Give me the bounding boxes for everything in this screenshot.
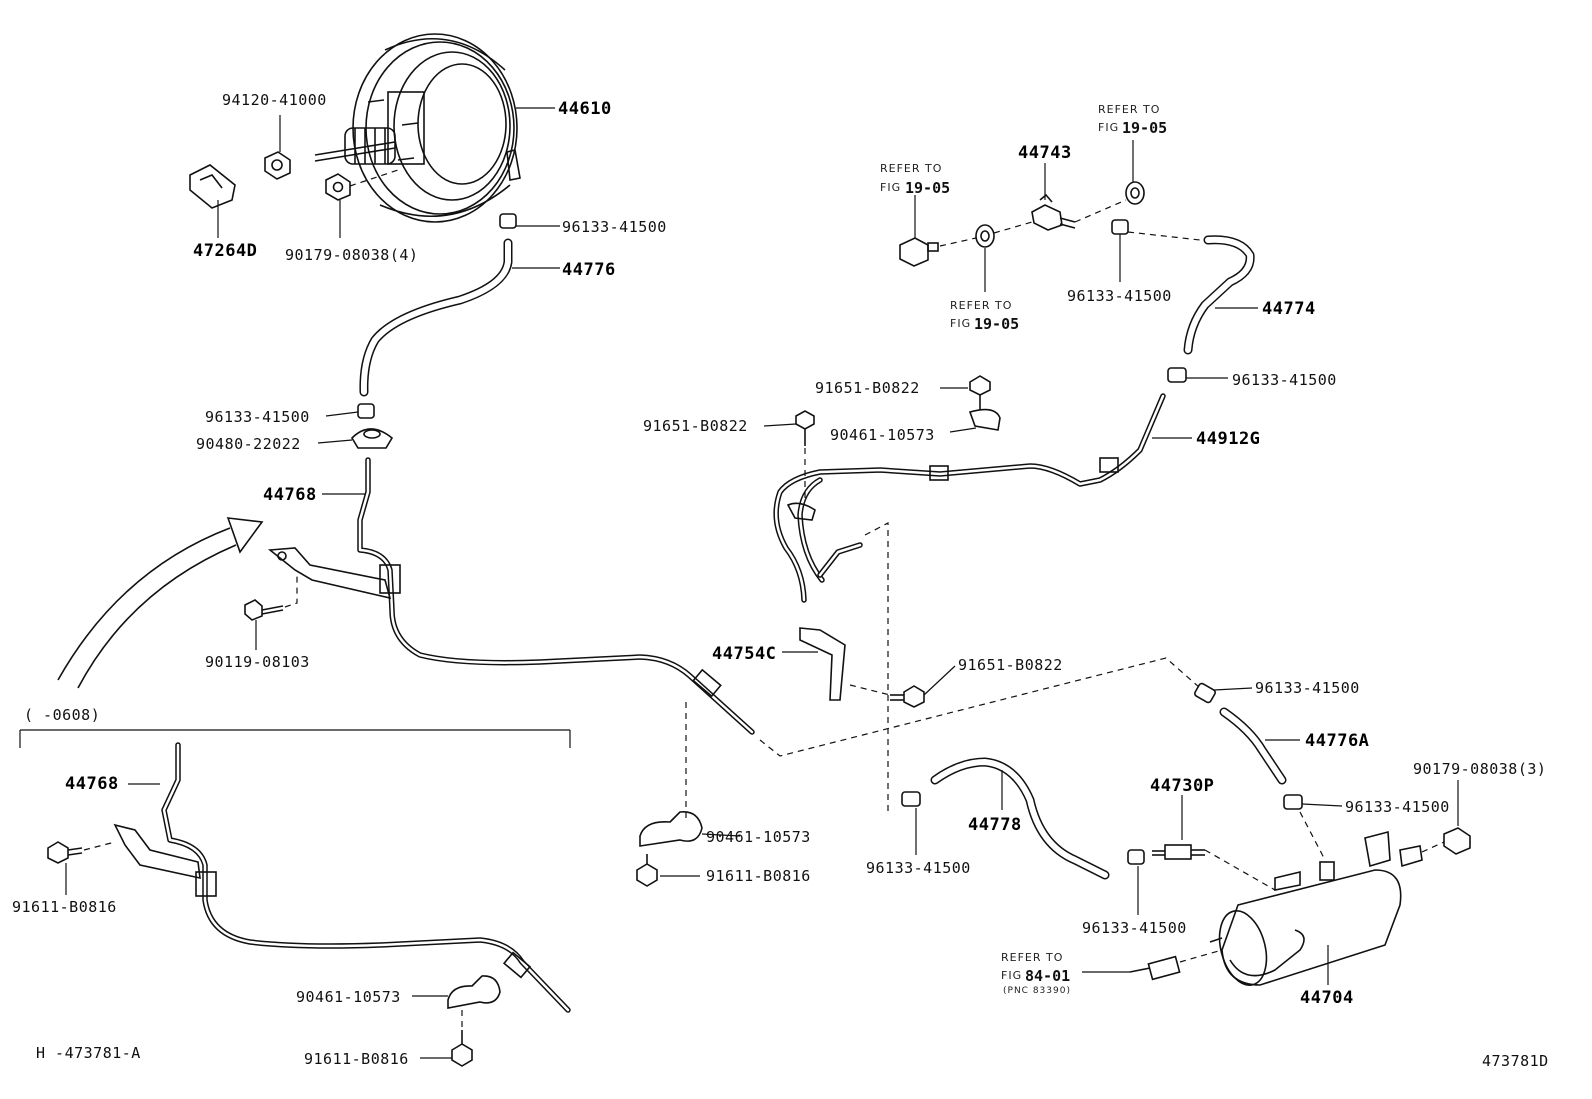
label-90179-08038-4: 90179-08038(4)	[285, 246, 418, 264]
clevis-47264D	[189, 164, 236, 209]
label-90461-10573-a: 90461-10573	[830, 426, 935, 444]
label-44776: 44776	[562, 260, 616, 280]
bolt-91651-B0822-low	[890, 685, 925, 708]
brake-booster-44610	[314, 33, 521, 223]
label-90480-22022: 90480-22022	[196, 435, 301, 453]
label-94120-41000: 94120-41000	[222, 91, 327, 109]
ref-refer-to-1: REFER TO	[880, 162, 942, 175]
label-91611-B0816-c: 91611-B0816	[304, 1050, 409, 1068]
label-96133-41500-h: 96133-41500	[1082, 919, 1187, 937]
ref-fig-3: FIG	[950, 317, 971, 330]
bolt-91651-B0822-mid	[795, 410, 815, 446]
inset-range: ( -0608)	[24, 706, 100, 724]
nut-94120-41000	[264, 151, 291, 180]
label-44912G: 44912G	[1196, 429, 1260, 449]
canister-44704	[1209, 830, 1423, 986]
label-96133-41500-d: 96133-41500	[1232, 371, 1337, 389]
label-90179-08038-3: 90179-08038(3)	[1413, 760, 1546, 778]
label-90461-10573-c: 90461-10573	[296, 988, 401, 1006]
label-91611-B0816-a: 91611-B0816	[706, 867, 811, 885]
bolt-left	[899, 237, 939, 267]
ref-refer-to-2: REFER TO	[1098, 103, 1160, 116]
footer-right-code: 473781D	[1482, 1052, 1549, 1070]
label-96133-41500-g: 96133-41500	[866, 859, 971, 877]
label-44730P: 44730P	[1150, 776, 1214, 796]
ref-refer-to-4: REFER TO	[1001, 951, 1063, 964]
label-91651-B0822-c: 91651-B0822	[958, 656, 1063, 674]
label-96133-41500-b: 96133-41500	[205, 408, 310, 426]
ref-refer-to-3: REFER TO	[950, 299, 1012, 312]
bolt-91611-B0816-mid	[636, 854, 658, 887]
ref-fig-19-05-3: 19-05	[974, 315, 1019, 333]
label-91651-B0822-a: 91651-B0822	[815, 379, 920, 397]
label-44768-a: 44768	[263, 485, 317, 505]
ref-pnc: (PNC 83390)	[1003, 986, 1071, 996]
vent-valve	[1129, 955, 1181, 981]
label-96133-41500-f: 96133-41500	[1345, 798, 1450, 816]
label-47264D: 47264D	[193, 241, 257, 261]
label-96133-41500-e: 96133-41500	[1255, 679, 1360, 697]
label-90119-08103: 90119-08103	[205, 653, 310, 671]
label-96133-41500-a: 96133-41500	[562, 218, 667, 236]
label-44743: 44743	[1018, 143, 1072, 163]
label-44776A: 44776A	[1305, 731, 1369, 751]
bolt-91611-B0816-inset-bottom	[451, 1030, 473, 1067]
ref-fig-19-05-2: 19-05	[1122, 119, 1167, 137]
ref-fig-84-01: 84-01	[1025, 967, 1070, 985]
label-44754C: 44754C	[712, 644, 776, 664]
footer-left-code: H -473781-A	[36, 1044, 141, 1062]
label-44774: 44774	[1262, 299, 1316, 319]
label-44778: 44778	[968, 815, 1022, 835]
valve-44730P	[1152, 844, 1205, 860]
label-90461-10573-b: 90461-10573	[706, 828, 811, 846]
ref-fig-2: FIG	[1098, 121, 1119, 134]
label-44704: 44704	[1300, 988, 1354, 1008]
ref-fig-19-05-1: 19-05	[905, 179, 950, 197]
label-44768-b: 44768	[65, 774, 119, 794]
label-44610: 44610	[558, 99, 612, 119]
label-91611-B0816-b: 91611-B0816	[12, 898, 117, 916]
ref-fig-1: FIG	[880, 181, 901, 194]
label-96133-41500-c: 96133-41500	[1067, 287, 1172, 305]
bolt-90119-08103	[244, 599, 284, 621]
bolt-91651-B0822-top	[969, 375, 991, 410]
union-44743	[1031, 193, 1076, 231]
label-91651-B0822-b: 91651-B0822	[643, 417, 748, 435]
bolt-91611-B0816-inset-left	[47, 841, 83, 864]
ref-fig-4: FIG	[1001, 969, 1022, 982]
nut-90179-08038	[325, 173, 351, 201]
